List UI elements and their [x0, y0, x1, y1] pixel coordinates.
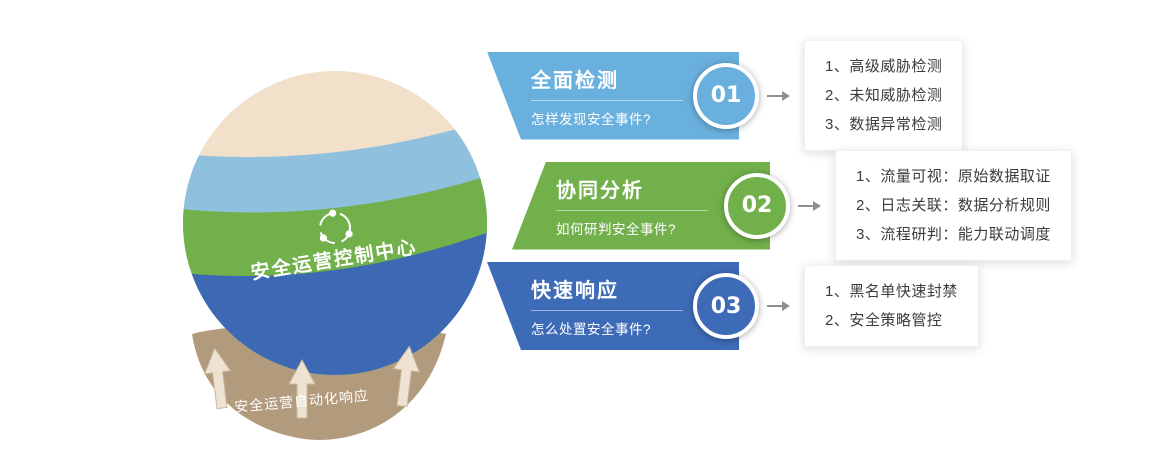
sphere-band-blue — [183, 228, 487, 375]
card-item: 1、流量可视：原始数据取证 — [856, 168, 1051, 185]
step-row-2: 协同分析 如何研判安全事件? 02 1、流量可视：原始数据取证 2、日志关联：数… — [512, 150, 1072, 261]
detail-card-1: 1、高级威胁检测 2、未知威胁检测 3、数据异常检测 — [804, 40, 964, 151]
sphere-bands — [183, 71, 487, 375]
banner-divider — [556, 209, 708, 211]
banner-title: 协同分析 — [556, 179, 644, 202]
connector-line — [798, 204, 813, 207]
connector-line — [767, 305, 782, 307]
connector-arrow-icon — [782, 90, 790, 101]
card-item: 3、流程研判：能力联动调度 — [856, 226, 1051, 243]
connector — [767, 90, 790, 101]
sphere-svg: 安全运营控制中心 安全运营自动化响应 — [183, 71, 487, 440]
card-item: 1、黑名单快速封禁 — [825, 283, 958, 300]
orbit-network-icon — [319, 209, 353, 244]
banner-title: 全面检测 — [531, 69, 619, 92]
up-arrow-icon — [203, 347, 232, 410]
up-arrows — [203, 345, 421, 419]
step-number-badge: 01 — [693, 62, 759, 129]
detail-card-2: 1、流量可视：原始数据取证 2、日志关联：数据分析规则 3、流程研判：能力联动调… — [835, 150, 1072, 261]
connector — [767, 301, 790, 311]
connector-arrow-icon — [782, 301, 790, 311]
banner-title: 快速响应 — [531, 280, 619, 302]
up-arrow-icon — [392, 345, 421, 408]
connector-line — [767, 94, 782, 97]
step-row-3: 快速响应 怎么处置安全事件? 03 1、黑名单快速封禁 2、安全策略管控 — [487, 262, 979, 350]
detail-list: 1、高级威胁检测 2、未知威胁检测 3、数据异常检测 — [825, 52, 942, 139]
connector-arrow-icon — [813, 200, 821, 211]
card-item: 2、未知威胁检测 — [825, 87, 943, 104]
banner-divider — [531, 310, 683, 311]
detail-list: 1、流量可视：原始数据取证 2、日志关联：数据分析规则 3、流程研判：能力联动调… — [856, 162, 1051, 249]
detail-card-3: 1、黑名单快速封禁 2、安全策略管控 — [804, 265, 979, 347]
banner-subtitle: 怎样发现安全事件? — [531, 111, 652, 127]
card-item: 3、数据异常检测 — [825, 116, 943, 133]
detail-list: 1、黑名单快速封禁 2、安全策略管控 — [825, 277, 958, 335]
banner-subtitle: 怎么处置安全事件? — [531, 322, 652, 337]
card-item: 2、日志关联：数据分析规则 — [856, 197, 1051, 214]
step-number-badge: 02 — [724, 172, 790, 239]
connector — [798, 200, 821, 211]
banner-subtitle: 如何研判安全事件? — [556, 221, 677, 237]
card-item: 2、安全策略管控 — [825, 312, 943, 329]
card-item: 1、高级威胁检测 — [825, 58, 943, 75]
step-row-1: 全面检测 怎样发现安全事件? 01 1、高级威胁检测 2、未知威胁检测 3、数据… — [487, 40, 964, 151]
step-number-badge: 03 — [693, 273, 759, 339]
up-arrow-icon — [288, 358, 316, 419]
banner-divider — [531, 99, 683, 101]
sphere-graphic: 安全运营控制中心 安全运营自动化响应 — [165, 68, 510, 468]
step-banner-3: 快速响应 怎么处置安全事件? — [487, 262, 739, 350]
